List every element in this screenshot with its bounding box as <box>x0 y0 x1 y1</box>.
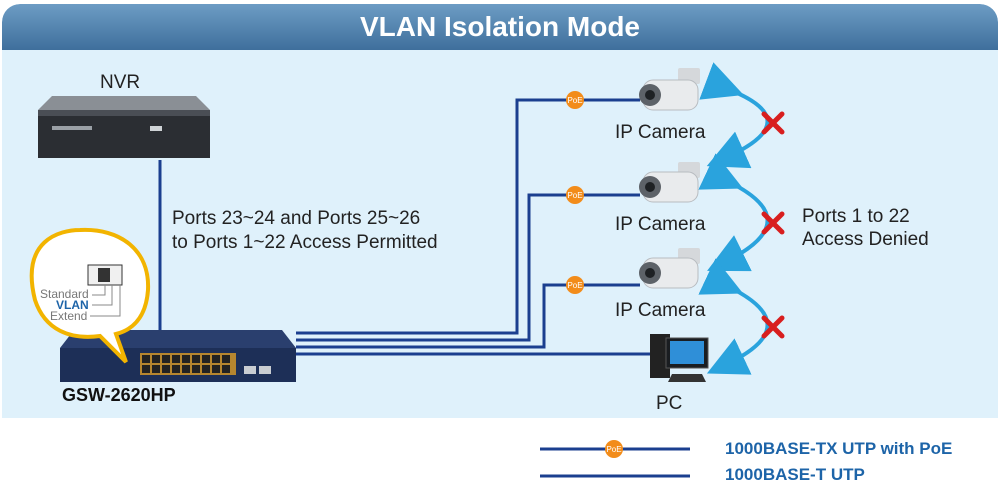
legend-utp-text: 1000BASE-T UTP <box>725 465 865 484</box>
ip-camera-icon <box>639 162 700 203</box>
legend-poe-line: PoE <box>540 440 690 458</box>
ip-camera-icon <box>639 68 700 111</box>
arrow-curve <box>698 153 770 272</box>
svg-text:PoE: PoE <box>606 445 621 454</box>
permitted-note-line2: to Ports 1~22 Access Permitted <box>172 232 438 253</box>
camera3-link <box>296 283 640 349</box>
camera2-link <box>296 193 640 342</box>
svg-text:PoE: PoE <box>567 281 582 290</box>
pc-label: PC <box>656 393 683 414</box>
poe-badge: PoE <box>566 186 584 204</box>
nvr-device <box>38 96 210 158</box>
mode-standard-label: Standard <box>40 287 89 301</box>
denied-arrows <box>698 62 770 375</box>
denied-x-icon <box>761 111 785 135</box>
ip-camera-icon <box>639 248 700 289</box>
arrow-curve <box>698 258 770 375</box>
mode-extend-label: Extend <box>50 309 88 323</box>
denied-note-line2: Access Denied <box>802 229 929 250</box>
legend-poe-text: 1000BASE-TX UTP with PoE <box>725 439 953 458</box>
arrow-curve <box>699 62 770 169</box>
camera-label: IP Camera <box>615 122 706 143</box>
denied-x-icon <box>761 211 785 235</box>
denied-note-line1: Ports 1 to 22 <box>802 206 910 227</box>
svg-text:PoE: PoE <box>567 96 582 105</box>
svg-text:PoE: PoE <box>567 191 582 200</box>
poe-badge: PoE <box>566 91 584 109</box>
nvr-label: NVR <box>100 72 141 93</box>
switch-label: GSW-2620HP <box>62 385 176 405</box>
mode-switch-callout <box>29 227 151 364</box>
title-bar: VLAN Isolation Mode <box>2 4 998 50</box>
pc-icon <box>650 334 709 382</box>
mode-vlan-label: VLAN <box>56 298 89 312</box>
permitted-note-line1: Ports 23~24 and Ports 25~26 <box>172 208 421 229</box>
camera-label: IP Camera <box>615 214 706 235</box>
network-links <box>158 98 650 356</box>
denied-x-icon <box>761 315 785 339</box>
camera-label: IP Camera <box>615 300 706 321</box>
diagram-title: VLAN Isolation Mode <box>360 11 640 42</box>
poe-badge: PoE <box>566 276 584 294</box>
